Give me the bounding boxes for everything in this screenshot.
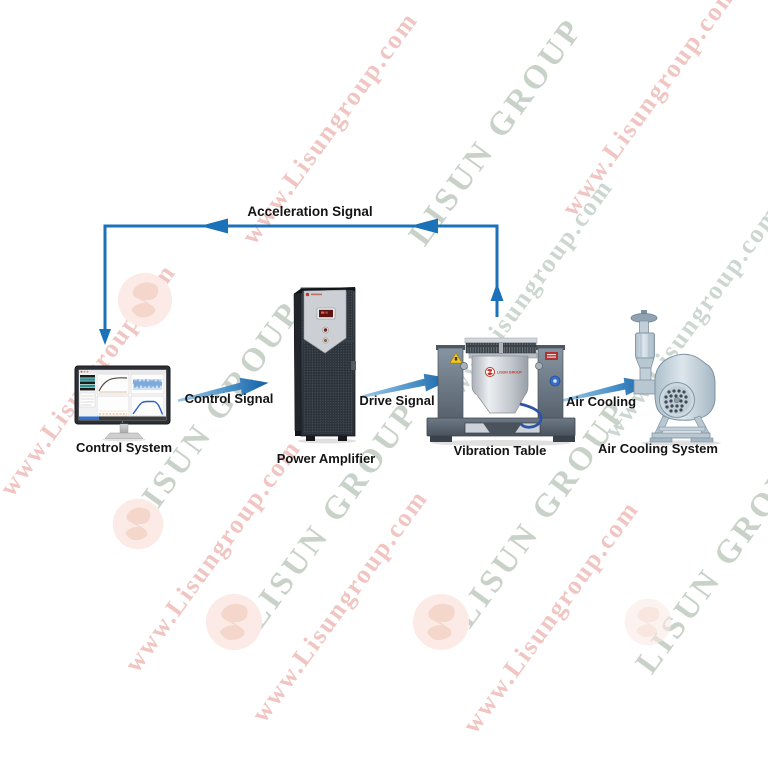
control-signal-arrow <box>177 377 269 402</box>
amplifier-brand-logo <box>305 292 310 297</box>
control-signal-label: Control Signal <box>184 391 274 406</box>
air-cooling-label: Air Cooling <box>565 394 637 409</box>
air-cooling-system-caption: Air Cooling System <box>598 441 718 456</box>
blower-stand <box>649 415 714 443</box>
software-charts <box>96 373 165 417</box>
power-amplifier-device <box>293 287 356 444</box>
acceleration-signal-line <box>99 218 504 345</box>
amplifier-front-panel <box>303 289 347 354</box>
vibration-table-device: LISUN GROUP <box>426 337 576 446</box>
shaker-armature-body <box>471 355 529 414</box>
blower-silencer-stack <box>630 310 658 395</box>
red-label <box>545 352 558 360</box>
monitor-stand <box>119 423 129 434</box>
drive-signal-arrow <box>361 373 453 398</box>
air-cooling-arrow <box>561 377 653 402</box>
control-system-caption: Control System <box>75 440 173 455</box>
drive-signal-label: Drive Signal <box>359 393 435 408</box>
vibration-table-caption: Vibration Table <box>453 443 547 458</box>
air-cooling-system-device <box>630 310 721 446</box>
shaker-table-top <box>464 337 538 344</box>
blower-grille <box>659 382 695 418</box>
shaker-brand-text: LISUN GROUP <box>497 371 523 375</box>
control-system-device <box>74 365 171 442</box>
power-amplifier-caption: Power Amplifier <box>276 451 376 466</box>
cooling-hose <box>519 402 543 429</box>
acceleration-signal-label: Acceleration Signal <box>247 204 373 219</box>
software-sidebar <box>79 373 96 420</box>
